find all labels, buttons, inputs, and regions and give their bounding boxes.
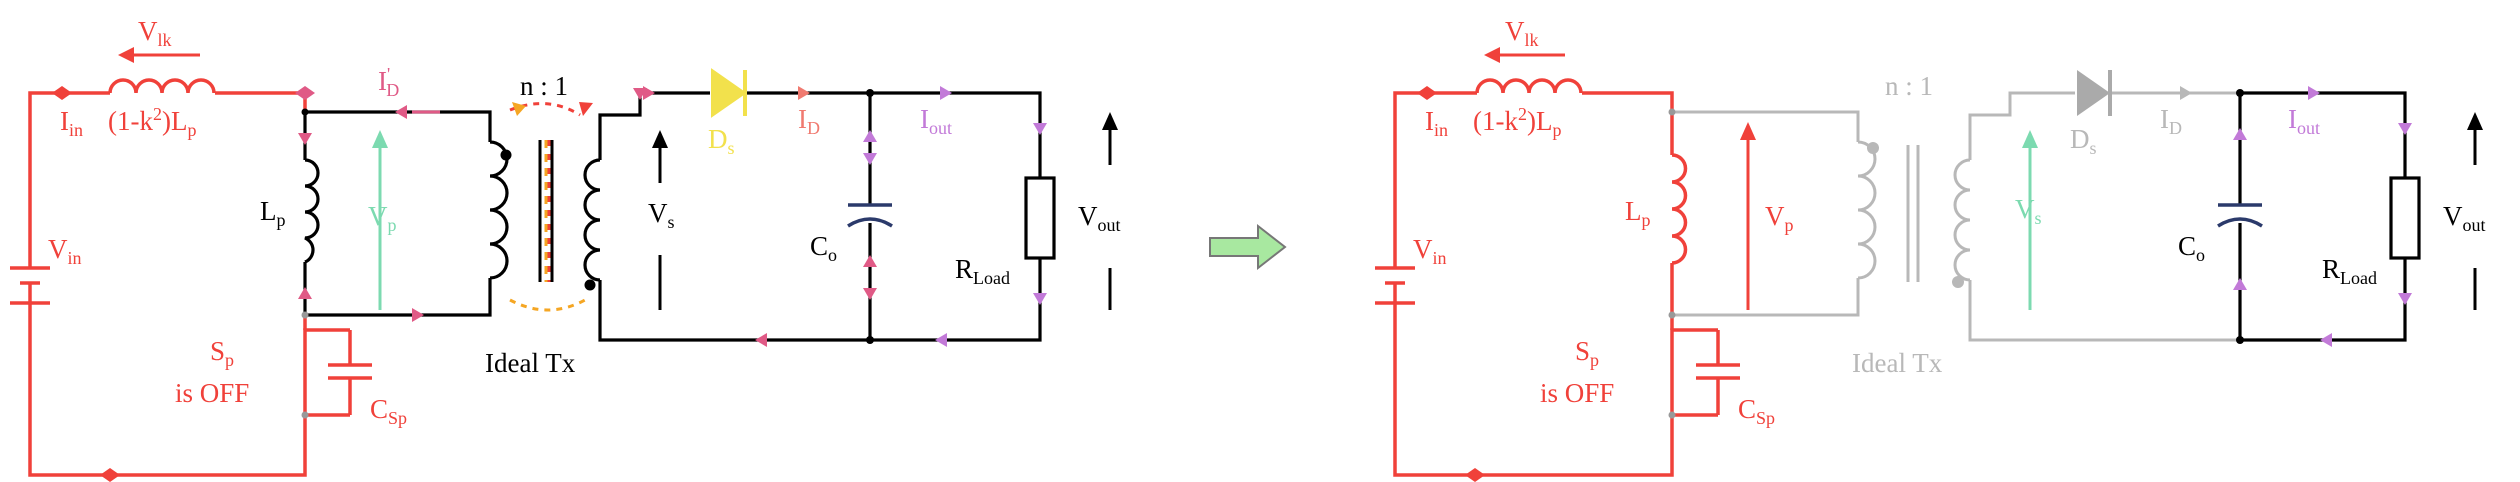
left-vlk-arrow: [118, 47, 200, 63]
left-label-iin: Iin: [60, 106, 83, 140]
left-label-leak-inductance: (1-k2)Lp: [108, 104, 196, 140]
left-vout-arrow: [1102, 112, 1118, 310]
left-label-is-off: is OFF: [175, 378, 249, 408]
left-label-ds: Ds: [708, 124, 735, 158]
left-vs-arrow: [652, 130, 668, 310]
right-capacitor-co: [2217, 203, 2263, 228]
right-label-id: ID: [2160, 104, 2182, 138]
left-tx-secondary-winding: [583, 158, 601, 282]
right-primary-dot: [1867, 142, 1879, 154]
right-leakage-inductor: [1475, 78, 1583, 94]
right-lp-inductor: [1671, 153, 1688, 265]
right-junctions: [2236, 89, 2244, 344]
right-label-sp: Sp: [1575, 336, 1599, 370]
left-lp-inductor: [304, 158, 320, 264]
left-secondary-dot: [584, 279, 596, 291]
right-id-arrow: [2180, 86, 2192, 100]
left-core-flux-arrows: [512, 102, 593, 116]
right-vs-arrow: [2022, 130, 2038, 310]
right-primary-loop: [1393, 91, 1718, 477]
right-inactive-network: [1672, 91, 2240, 342]
right-tx-primary-winding: [1857, 140, 1877, 280]
left-flow-arrows: [298, 86, 1047, 347]
right-diode-ds: [2077, 70, 2112, 116]
right-panel: Vlk Iin (1-k2)Lp Vin n : 1 Lp Vp Vs Ds I…: [1375, 16, 2486, 482]
left-label-iout: Iout: [920, 104, 952, 138]
left-label-vs: Vs: [648, 198, 675, 232]
right-arrow-icon: [1209, 223, 1287, 271]
right-label-rload: RLoad: [2322, 254, 2377, 288]
right-vlk-arrow: [1484, 47, 1565, 63]
right-label-lp: Lp: [1625, 196, 1651, 230]
right-label-ratio: n : 1: [1885, 71, 1933, 101]
right-label-iin: Iin: [1425, 106, 1448, 140]
right-output-network: [2238, 91, 2407, 342]
left-label-id-prime: I'D: [378, 64, 399, 100]
left-csp-capacitor: [328, 330, 372, 415]
left-label-vlk: Vlk: [138, 16, 172, 50]
right-csp-capacitor: [1696, 330, 1740, 415]
left-label-vp: Vp: [368, 201, 397, 235]
left-label-vin: Vin: [48, 234, 82, 268]
left-grey-dots: [301, 108, 309, 419]
left-label-lp: Lp: [260, 196, 286, 230]
left-primary-loop: [28, 91, 350, 477]
right-label-iout: Iout: [2288, 104, 2320, 138]
right-current-markers: [1417, 86, 1485, 482]
left-tx-core: [509, 102, 586, 312]
right-label-is-off: is OFF: [1540, 378, 1614, 408]
left-label-rload: RLoad: [955, 254, 1010, 288]
right-label-vin: Vin: [1413, 234, 1447, 268]
right-flow-arrows: [2233, 86, 2412, 347]
left-tx-primary-winding: [489, 140, 509, 280]
left-label-ideal-tx: Ideal Tx: [485, 348, 576, 378]
right-vp-arrow: [1740, 122, 1756, 310]
right-rload-resistor: [2389, 176, 2421, 260]
right-label-co: Co: [2178, 231, 2205, 265]
right-label-vlk: Vlk: [1505, 16, 1539, 50]
left-label-vout: Vout: [1078, 201, 1121, 235]
right-label-leak-inductance: (1-k2)Lp: [1473, 104, 1561, 140]
left-junctions: [866, 89, 874, 344]
left-label-co: Co: [810, 231, 837, 265]
left-vp-arrow: [372, 130, 388, 310]
left-current-markers: [52, 86, 315, 482]
left-primary-dot: [500, 149, 512, 161]
right-label-vp: Vp: [1765, 201, 1794, 235]
left-capacitor-co: [847, 203, 893, 228]
left-label-sp: Sp: [210, 336, 234, 370]
left-panel: Vlk Iin (1-k2)Lp Vin I'D n : 1 Lp Vp Vs …: [10, 16, 1121, 482]
right-vout-arrow: [2467, 112, 2483, 310]
left-primary-network: [303, 110, 492, 317]
right-grey-dots: [1668, 108, 1676, 419]
left-label-ratio: n : 1: [520, 71, 568, 101]
right-tx-secondary-winding: [1953, 158, 1971, 282]
right-label-ideal-tx: Ideal Tx: [1852, 348, 1943, 378]
left-leakage-inductor: [108, 78, 216, 94]
right-secondary-dot: [1952, 276, 1964, 288]
left-diode-ds: [711, 68, 747, 118]
right-label-ds: Ds: [2070, 124, 2097, 158]
left-vin-source: [10, 266, 50, 305]
right-label-vs: Vs: [2015, 194, 2042, 228]
right-vin-source: [1375, 266, 1415, 305]
left-rload-resistor: [1024, 176, 1056, 260]
left-label-id: ID: [798, 104, 820, 138]
right-label-csp: CSp: [1738, 394, 1775, 428]
right-label-vout: Vout: [2443, 201, 2486, 235]
left-label-csp: CSp: [370, 394, 407, 428]
